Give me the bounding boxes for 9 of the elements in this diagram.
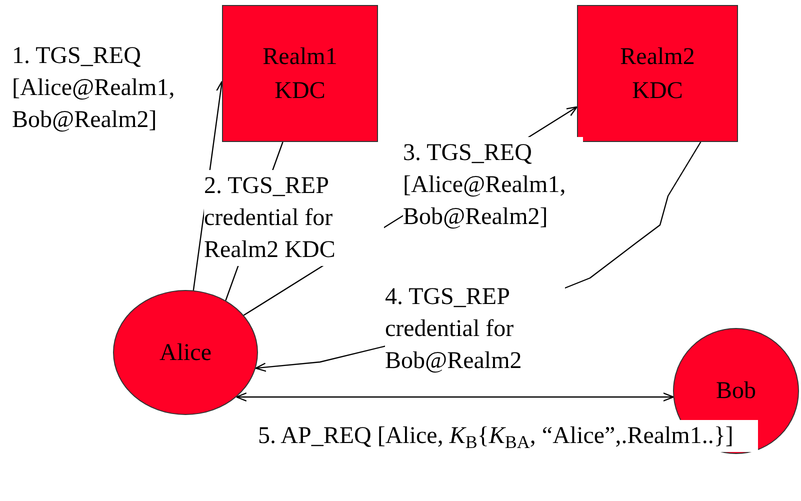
node-label: Alice (158, 338, 212, 368)
edge-label: 5. AP_REQ [Alice, K$_{B}${K$_{BA}$, “Alice”,.Realm1..}] (258, 420, 758, 452)
arrow (236, 392, 674, 402)
node-label: Realm1 KDC (262, 42, 338, 106)
kdc-box (577, 5, 738, 142)
node-label: Bob (714, 377, 757, 406)
node-label: Realm2 KDC (619, 42, 696, 106)
edge-label: 2. TGS_REP credential for Realm2 KDC (204, 170, 384, 266)
kdc-box (222, 5, 378, 142)
